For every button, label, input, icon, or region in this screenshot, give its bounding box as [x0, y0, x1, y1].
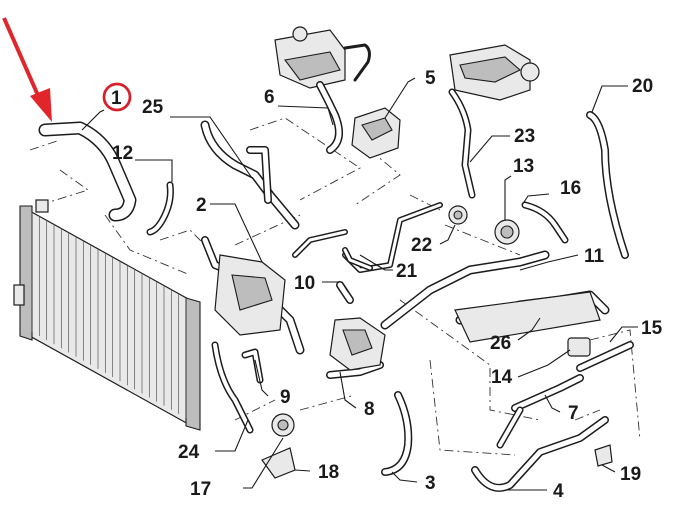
- hose-6: [316, 81, 343, 154]
- label-1: 1: [111, 88, 122, 109]
- hose-12: [146, 181, 174, 236]
- leader-lines: [81, 77, 638, 491]
- label-21: 21: [396, 261, 418, 282]
- label-11: 11: [584, 246, 605, 267]
- label-24: 24: [178, 442, 200, 463]
- hose-9: [241, 348, 264, 384]
- label-10: 10: [294, 273, 315, 294]
- label-20: 20: [632, 76, 653, 97]
- hose-25b: [246, 146, 272, 204]
- label-23: 23: [514, 126, 535, 147]
- radiator: [13, 199, 201, 431]
- hose-10: [336, 281, 354, 304]
- label-4: 4: [553, 481, 564, 502]
- hose-1: [38, 121, 137, 222]
- label-17: 17: [190, 479, 211, 500]
- hose-20: [586, 111, 629, 259]
- valve-assembly: [351, 107, 401, 159]
- hose-25: [200, 120, 300, 230]
- expansion-reservoir: [274, 26, 371, 89]
- label-6: 6: [264, 87, 275, 108]
- hose-7: [511, 374, 584, 412]
- hose-4: [471, 416, 609, 492]
- label-26: 26: [490, 333, 511, 354]
- hose-3: [381, 391, 413, 476]
- label-16: 16: [560, 178, 581, 199]
- label-7: 7: [568, 403, 579, 424]
- hose-23: [448, 88, 476, 199]
- label-19: 19: [620, 464, 641, 485]
- label-14: 14: [491, 367, 513, 388]
- red-pointer-arrow: [2, 17, 52, 122]
- hose-16: [521, 201, 569, 244]
- label-2: 2: [196, 195, 207, 216]
- label-3: 3: [425, 473, 436, 494]
- part-labels: 1 2 3 4 5 6 7 8 9 10 11 12 13 14 15 16 1…: [111, 68, 663, 502]
- hose-15: [576, 341, 634, 372]
- hose-2mid: [292, 229, 348, 258]
- hose-4b: [496, 406, 524, 449]
- label-9: 9: [280, 387, 291, 408]
- label-22: 22: [411, 235, 432, 256]
- label-8: 8: [364, 399, 375, 420]
- highlight-circle: [102, 82, 132, 112]
- label-25: 25: [142, 97, 164, 118]
- small-parts: [214, 205, 613, 479]
- hose-21b: [342, 247, 373, 271]
- top-right-module: [449, 44, 540, 101]
- label-12: 12: [112, 143, 133, 164]
- label-5: 5: [425, 68, 436, 89]
- label-13: 13: [513, 156, 534, 177]
- label-15: 15: [641, 318, 663, 339]
- hose-11: [380, 250, 550, 330]
- label-18: 18: [318, 462, 339, 483]
